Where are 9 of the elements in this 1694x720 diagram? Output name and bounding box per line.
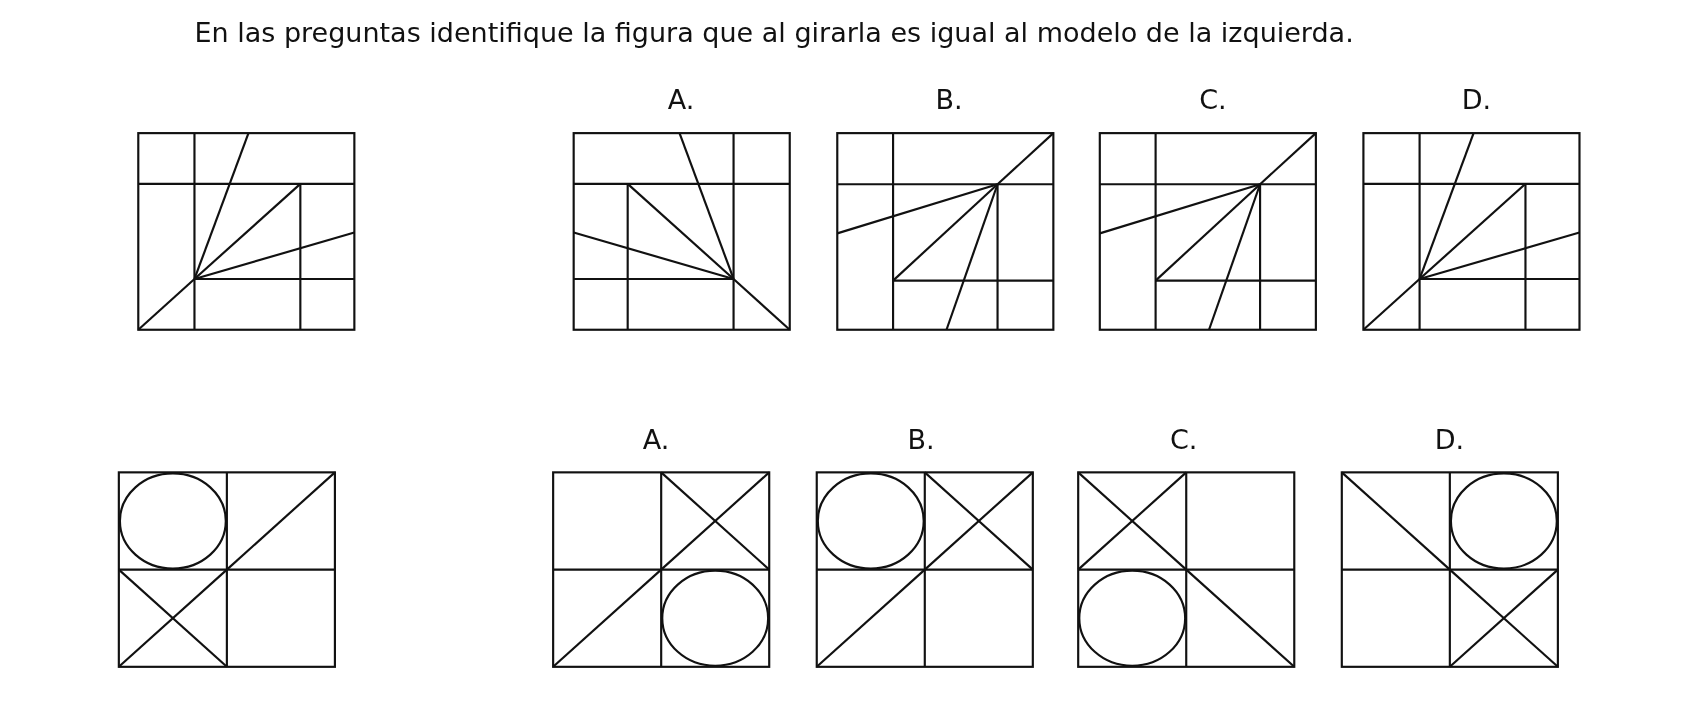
option-letter: B. (935, 84, 963, 116)
instruction-text: En las preguntas identifique la figura que al girarla es igual al modelo de la izquierda. (194, 17, 1354, 49)
option-letter: C. (1199, 84, 1227, 116)
option-letter: C. (1170, 423, 1198, 455)
option-letter: D. (1461, 84, 1492, 116)
option-letter: B. (907, 423, 935, 455)
option-letter: A. (642, 423, 670, 455)
option-letter: A. (667, 84, 695, 116)
option-letter: D. (1434, 423, 1465, 455)
